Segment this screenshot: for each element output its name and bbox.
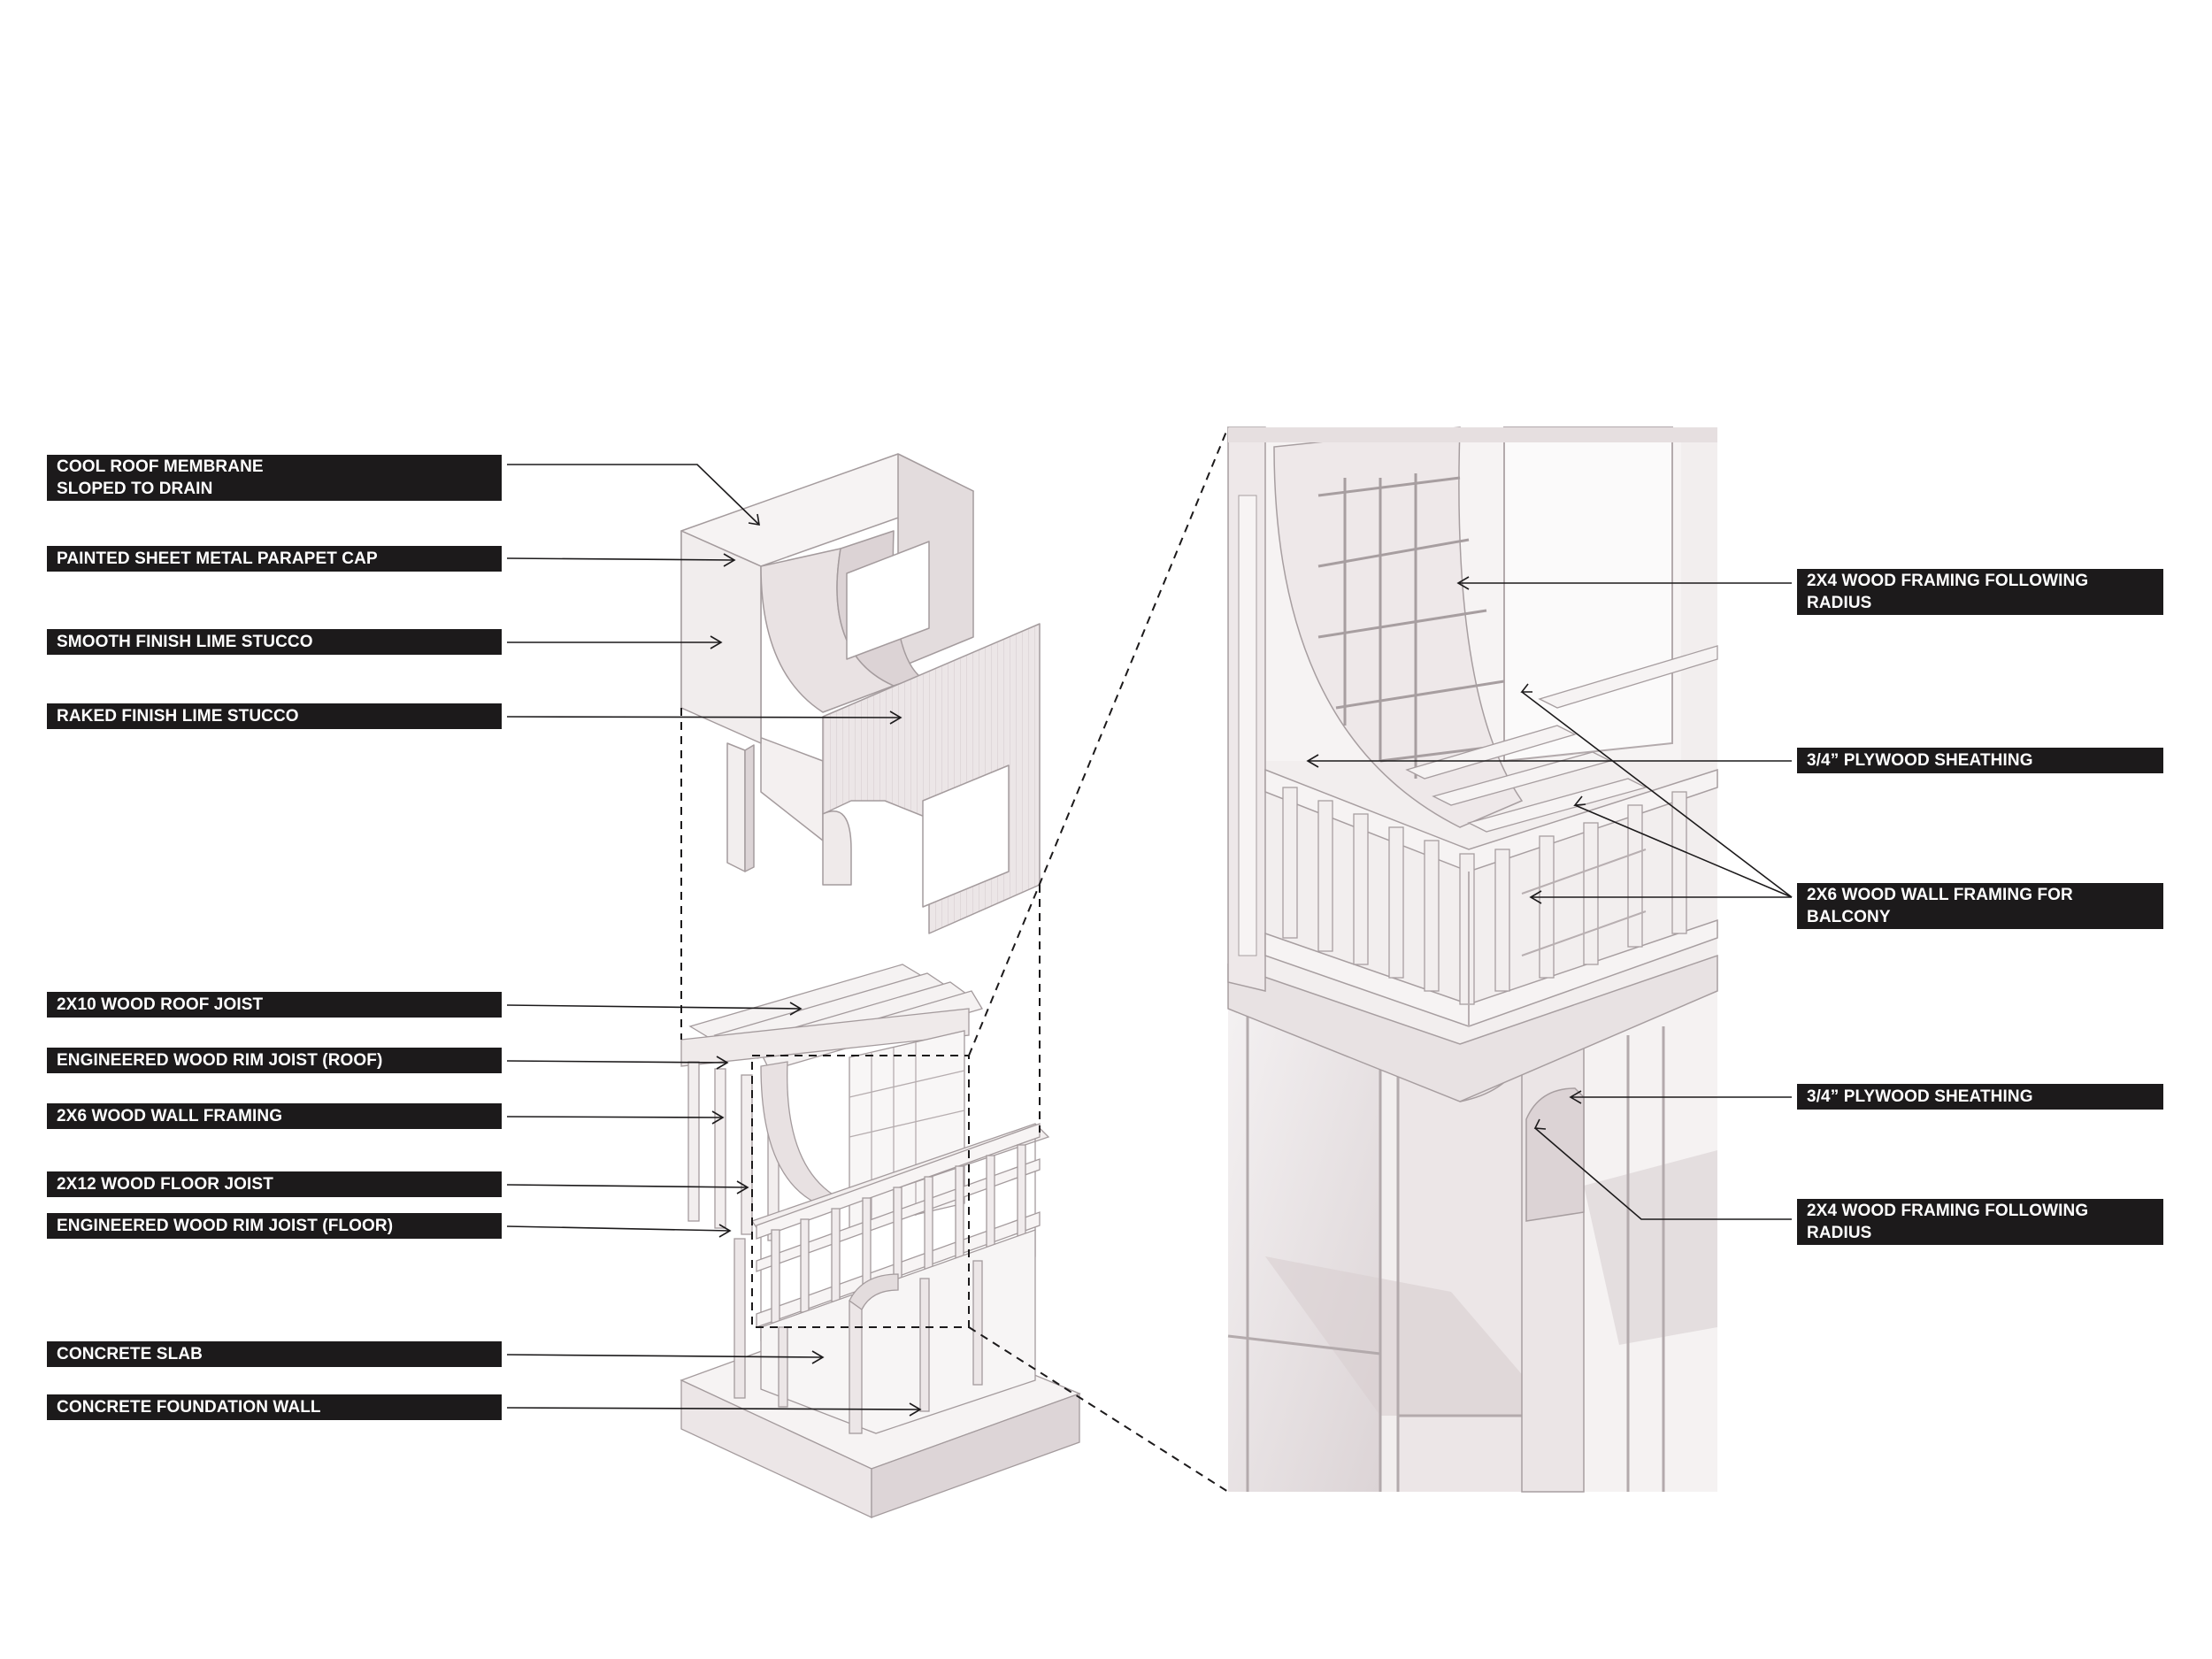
label-floor-joist: 2X12 WOOD FLOOR JOIST [47, 1171, 502, 1197]
label-radius-framing-lower: 2X4 WOOD FRAMING FOLLOWING RADIUS OF SHE… [1797, 1199, 2163, 1264]
leader-arrowheads [710, 513, 1586, 1417]
label-rim-joist-roof: ENGINEERED WOOD RIM JOIST (ROOF) [47, 1048, 502, 1073]
label-roof-joist: 2X10 WOOD ROOF JOIST [47, 992, 502, 1018]
label-parapet-cap: PAINTED SHEET METAL PARAPET CAP [47, 546, 502, 572]
frame-model [680, 964, 1081, 1519]
stucco-shell-model [680, 453, 1041, 934]
label-concrete-foundation-wall: CONCRETE FOUNDATION WALL [47, 1394, 502, 1420]
label-plywood-sheathing-lower: 3/4” PLYWOOD SHEATHING [1797, 1084, 2163, 1110]
label-balcony-guard-rail-framing: 2X6 WOOD WALL FRAMING FOR BALCONY GUARD … [1797, 883, 2163, 949]
leader-lines [506, 464, 1793, 1410]
label-plywood-sheathing-upper: 3/4” PLYWOOD SHEATHING [1797, 748, 2163, 773]
label-raked-lime-stucco: RAKED FINISH LIME STUCCO [47, 703, 502, 729]
label-radius-framing-upper: 2X4 WOOD FRAMING FOLLOWING RADIUS OF SHE… [1797, 569, 2163, 634]
label-wall-framing: 2X6 WOOD WALL FRAMING [47, 1103, 502, 1129]
label-rim-joist-floor: ENGINEERED WOOD RIM JOIST (FLOOR) [47, 1213, 502, 1239]
zoom-callout-lines [680, 426, 1229, 1493]
label-concrete-slab: CONCRETE SLAB [47, 1341, 502, 1367]
label-smooth-lime-stucco: SMOOTH FINISH LIME STUCCO [47, 629, 502, 655]
zoom-detail-panel [1227, 426, 1718, 1493]
label-cool-roof-membrane: COOL ROOF MEMBRANE SLOPED TO DRAIN [47, 455, 502, 501]
